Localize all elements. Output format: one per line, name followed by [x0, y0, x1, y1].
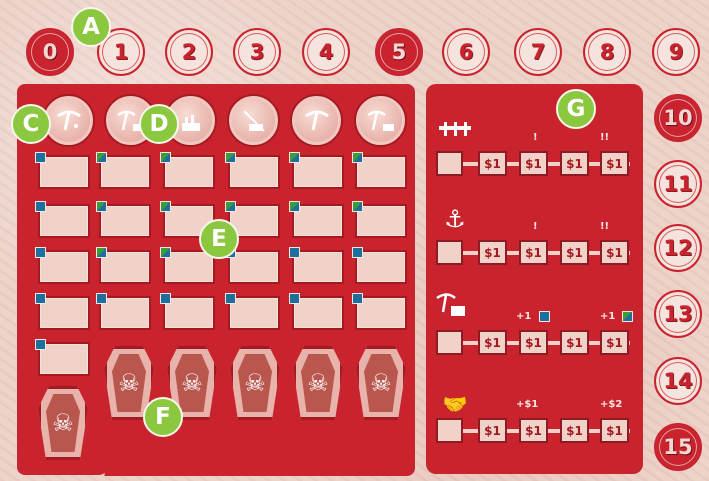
track-bonus-end: !!: [600, 132, 609, 143]
slot-tag-icon: [289, 293, 300, 304]
slot-tag-icon: [289, 247, 300, 258]
slot-tag-icon: [35, 152, 46, 163]
track-start-cell[interactable]: [436, 418, 463, 443]
no-factory-medallion[interactable]: [229, 96, 278, 145]
track-bonus-end: +$2: [600, 399, 622, 410]
track-bonus-mid: !: [533, 132, 538, 143]
track-cell[interactable]: $1: [478, 240, 507, 265]
slot-tag-icon: [225, 201, 236, 212]
track-bonus-end: !!: [600, 221, 609, 232]
cube-icon: [539, 311, 550, 322]
track-cell[interactable]: $1: [600, 418, 629, 443]
slot-tag-icon: [352, 201, 363, 212]
skull-icon: ☠: [370, 369, 392, 397]
track-cell[interactable]: $1: [478, 330, 507, 355]
score-4[interactable]: 4: [302, 28, 350, 76]
coffin-large[interactable]: ☠: [38, 386, 88, 460]
slot-tag-icon: [289, 152, 300, 163]
track-cell[interactable]: $1: [519, 151, 548, 176]
score-0[interactable]: 0: [26, 28, 74, 76]
skull-icon: ☠: [118, 369, 140, 397]
track-bonus-mid: +$1: [516, 399, 538, 410]
coffin-5[interactable]: ☠: [356, 346, 406, 420]
anchor-icon: ⚓: [435, 205, 475, 233]
track-start-cell[interactable]: [436, 151, 463, 176]
slot-tag-icon: [96, 201, 107, 212]
slot-tag-icon: [352, 247, 363, 258]
slot-tag-icon: [160, 152, 171, 163]
track-cell[interactable]: $1: [478, 151, 507, 176]
railroad-icon: [435, 115, 475, 143]
skull-icon: ☠: [181, 369, 203, 397]
score-13[interactable]: 13: [654, 290, 702, 338]
coffin-4[interactable]: ☠: [293, 346, 343, 420]
label-badge-e: E: [199, 219, 239, 259]
pickaxe-icon: [302, 106, 332, 136]
slot-tag-icon: [96, 247, 107, 258]
label-badge-d: D: [139, 104, 179, 144]
slot-tag-icon: [352, 293, 363, 304]
score-12[interactable]: 12: [654, 224, 702, 272]
track-cell[interactable]: $1: [600, 330, 629, 355]
track-bonus-mid: +1: [516, 311, 531, 322]
coffin-3[interactable]: ☠: [230, 346, 280, 420]
shovel-medallion-2[interactable]: [292, 96, 341, 145]
slot-tag-icon: [35, 293, 46, 304]
label-badge-g: G: [556, 89, 596, 129]
track-cell[interactable]: $1: [519, 240, 548, 265]
pickaxe-factory-icon: [365, 106, 397, 136]
track-cell[interactable]: $1: [560, 418, 589, 443]
track-cell[interactable]: $1: [478, 418, 507, 443]
score-11[interactable]: 11: [654, 160, 702, 208]
score-14[interactable]: 14: [654, 357, 702, 405]
score-6[interactable]: 6: [442, 28, 490, 76]
track-cell[interactable]: $1: [560, 240, 589, 265]
track-bonus-mid: !: [533, 221, 538, 232]
slot-tag-icon: [96, 293, 107, 304]
track-cell[interactable]: $1: [600, 240, 629, 265]
slot-tag-icon: [352, 152, 363, 163]
label-badge-c: C: [11, 104, 51, 144]
skull-icon: ☠: [244, 369, 266, 397]
track-start-cell[interactable]: [436, 240, 463, 265]
pickaxe-icon: [54, 106, 84, 136]
slot-tag-icon: [225, 293, 236, 304]
track-cell[interactable]: $1: [560, 151, 589, 176]
label-badge-f: F: [143, 397, 183, 437]
slot-tag-icon: [225, 152, 236, 163]
track-cell[interactable]: $1: [519, 330, 548, 355]
slot-tag-icon: [160, 247, 171, 258]
no-dig-medallion-2[interactable]: [356, 96, 405, 145]
factory-pickaxe-icon: [239, 106, 269, 136]
slot-tag-icon: [35, 247, 46, 258]
handshake-icon: 🤝: [435, 390, 475, 418]
factory-icon: [176, 106, 206, 136]
mining-icon: [432, 290, 472, 318]
track-cell[interactable]: $1: [600, 151, 629, 176]
score-8[interactable]: 8: [583, 28, 631, 76]
slot-tag-icon: [160, 201, 171, 212]
track-bonus-end: +1: [600, 311, 615, 322]
skull-icon: ☠: [52, 409, 74, 437]
slot-tag-icon: [160, 293, 171, 304]
slot-tag-icon: [35, 339, 46, 350]
track-cell[interactable]: $1: [560, 330, 589, 355]
score-3[interactable]: 3: [233, 28, 281, 76]
score-10[interactable]: 10: [654, 94, 702, 142]
track-cell[interactable]: $1: [519, 418, 548, 443]
score-9[interactable]: 9: [652, 28, 700, 76]
score-15[interactable]: 15: [654, 423, 702, 471]
skull-icon: ☠: [307, 369, 329, 397]
shovel-medallion[interactable]: [44, 96, 93, 145]
track-start-cell[interactable]: [436, 330, 463, 355]
label-badge-a: A: [71, 7, 111, 47]
score-2[interactable]: 2: [165, 28, 213, 76]
score-5[interactable]: 5: [375, 28, 423, 76]
slot-tag-icon: [35, 201, 46, 212]
slot-tag-icon: [289, 201, 300, 212]
cube-icon: [622, 311, 633, 322]
score-7[interactable]: 7: [514, 28, 562, 76]
slot-tag-icon: [96, 152, 107, 163]
